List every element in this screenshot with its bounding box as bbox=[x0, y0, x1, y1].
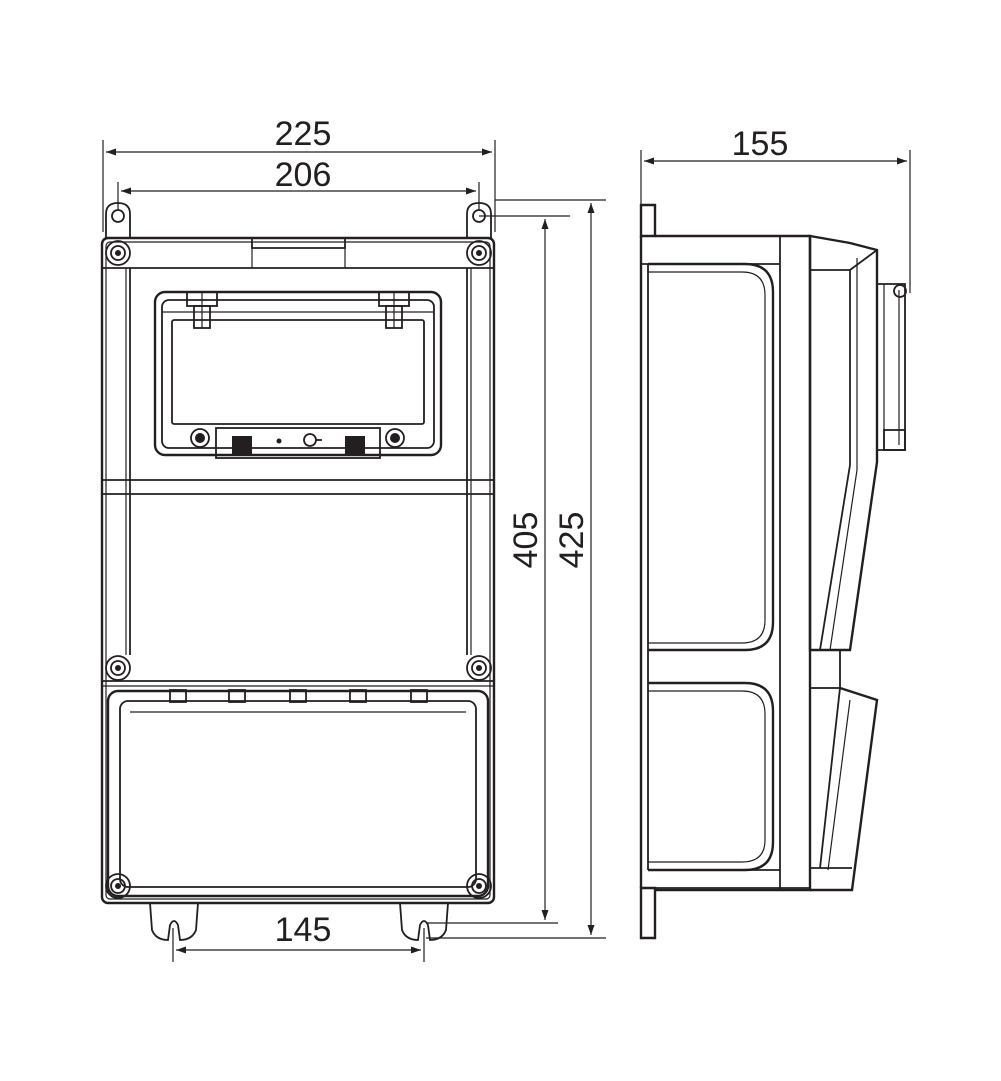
front-cover-profile bbox=[808, 234, 879, 652]
dimension-425-label: 425 bbox=[553, 512, 591, 569]
side-window-box bbox=[876, 283, 906, 451]
dimension-145-label: 145 bbox=[275, 911, 332, 949]
side-view bbox=[639, 203, 907, 940]
upper-chamber bbox=[648, 262, 775, 652]
screw-mid-right bbox=[466, 655, 492, 681]
screw-top-right bbox=[466, 240, 492, 266]
screw-top-left bbox=[105, 240, 131, 266]
dimension-lines bbox=[102, 140, 911, 962]
dimension-206-label: 206 bbox=[275, 156, 332, 194]
bottom-right-foot bbox=[399, 902, 449, 941]
lower-cover-clips bbox=[169, 689, 428, 703]
side-body bbox=[655, 234, 812, 892]
dimension-225-label: 225 bbox=[275, 115, 332, 153]
screw-mid-left bbox=[105, 655, 131, 681]
top-right-lug bbox=[466, 202, 492, 238]
meter-window bbox=[153, 290, 443, 459]
lower-cover bbox=[106, 689, 490, 898]
bottom-left-foot bbox=[149, 902, 199, 941]
dimension-155-label: 155 bbox=[732, 125, 789, 163]
front-view bbox=[100, 202, 496, 941]
lower-cover-profile bbox=[810, 686, 879, 892]
enclosure-outline bbox=[100, 236, 496, 905]
top-left-lug bbox=[105, 202, 131, 238]
screw-bottom-right bbox=[466, 873, 492, 899]
dimension-405-label: 405 bbox=[507, 512, 545, 569]
lower-chamber bbox=[648, 681, 775, 872]
top-label-tab bbox=[251, 238, 346, 249]
